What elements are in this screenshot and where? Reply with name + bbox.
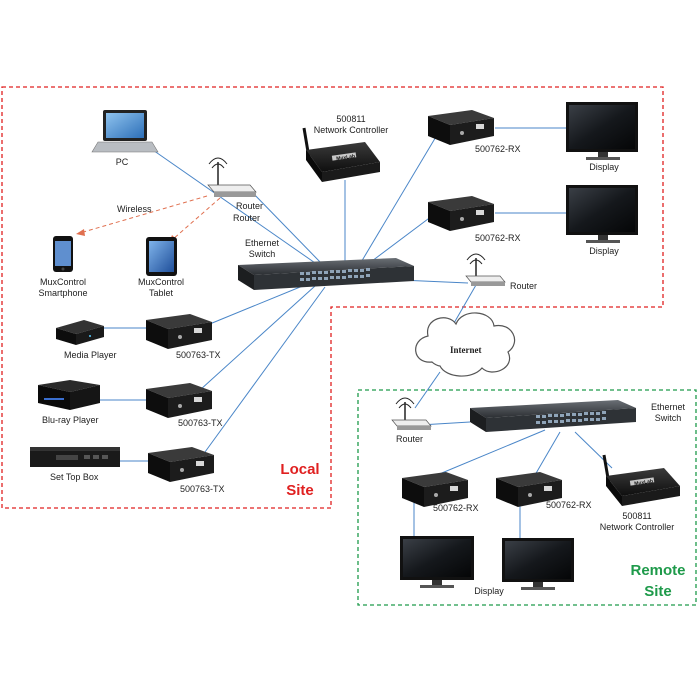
router-icon [391,397,432,430]
extender-icon [146,314,212,349]
label-smartphone-1: MuxControl [39,277,87,287]
monitor-icon [400,536,474,588]
local-site-title: Local Site [270,459,330,501]
set-top-box-icon [30,447,120,467]
extender-icon [148,447,214,482]
label-rx-2: 500762-RX [475,233,521,243]
link-tx2 [199,285,316,391]
link-rx1 [359,129,441,265]
label-switch-local-2: Switch [248,249,276,259]
label-set-top-box: Set Top Box [50,472,99,482]
label-controller-remote-name: Network Controller [599,522,675,532]
local-site-border [1,86,664,509]
monitor-icon [566,185,638,243]
svg-text:MuxLab: MuxLab [336,153,356,162]
smartphone-icon [53,236,73,272]
label-switch-remote-2: Switch [654,413,682,423]
label-tx-2: 500763-TX [178,418,223,428]
wireless-arrow-phone [76,229,85,236]
label-internet: Internet [450,345,482,355]
label-switch-local-1: Ethernet [244,238,280,248]
label-pc: PC [115,157,129,167]
label-display-remote: Display [474,586,504,596]
wireless-links [79,195,221,241]
cloud-icon [415,312,516,377]
local-site-title-2: Site [286,482,314,499]
link-tx3 [204,286,326,453]
extender-icon [428,196,494,231]
link-tx1 [199,284,306,329]
router-icon [207,157,257,197]
label-tx-1: 500763-TX [176,350,221,360]
label-controller-model: 500811 [336,114,366,124]
switch-icon [238,258,414,290]
svg-text:MuxLab: MuxLab [634,478,654,487]
label-router-local: Router [510,281,538,291]
label-smartphone-2: Smartphone [38,288,88,298]
monitor-icon [502,538,574,590]
router-icon [465,253,506,286]
label-switch-remote-1: Ethernet [650,402,686,412]
label-bluray: Blu-ray Player [42,415,99,425]
label-rx-1: 500762-RX [475,144,521,154]
extender-icon [146,383,212,418]
link-router-wifi [249,189,323,265]
label-media-player: Media Player [64,350,117,360]
network-controller-icon: MuxLab [302,127,380,182]
link-pc [149,147,319,266]
media-player-icon [56,320,104,345]
bluray-player-icon [38,380,100,410]
label-router-remote: Router [396,434,424,444]
label-tx-3: 500763-TX [180,484,225,494]
label-controller-name: Network Controller [313,125,389,135]
label-tablet-2: Tablet [148,288,174,298]
remote-site-title-1: Remote [630,562,686,579]
remote-site-border [357,389,697,606]
laptop-icon [91,110,159,153]
switch-icon [470,400,636,432]
tablet-icon [146,237,177,276]
label-display-2: Display [589,246,619,256]
label-tablet-1: MuxControl [137,277,185,287]
network-controller-icon: MuxLab [602,454,680,506]
label-router-wifi-2: Router [233,213,261,223]
extender-icon [402,472,468,507]
label-rx-remote-2: 500762-RX [546,500,592,510]
remote-site-title-2: Site [644,583,672,600]
label-router-wifi-1: Router [236,201,264,211]
extender-icon [428,110,494,145]
label-wireless: Wireless [117,204,152,214]
label-rx-remote-1: 500762-RX [433,503,479,513]
remote-site-title: Remote Site [622,560,694,602]
extender-icon [496,472,562,507]
monitor-icon [566,102,638,160]
local-site-title-1: Local [280,461,320,478]
label-display-1: Display [589,162,619,172]
label-controller-remote-model: 500811 [622,511,652,521]
